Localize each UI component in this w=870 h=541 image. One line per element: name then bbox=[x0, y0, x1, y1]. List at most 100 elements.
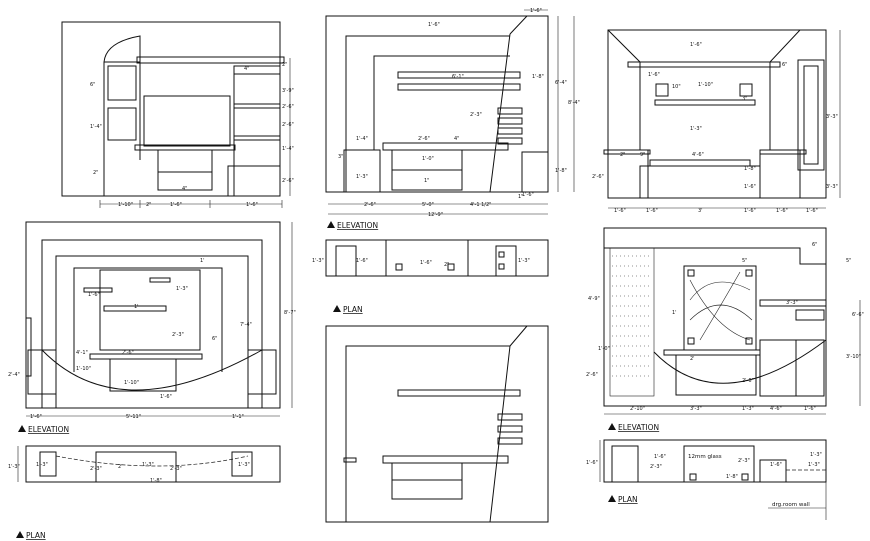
dim-label: 1'-6" bbox=[648, 72, 660, 78]
dim-label: 6'-6" bbox=[852, 312, 864, 318]
dim-label: 1'-6" bbox=[654, 454, 666, 460]
caption-marker-icon bbox=[608, 423, 616, 430]
dim-label: 6" bbox=[782, 62, 787, 68]
dim-label: 1'-8" bbox=[726, 474, 738, 480]
dim-label: 2'-6" bbox=[282, 178, 294, 184]
caption-marker-icon bbox=[18, 425, 26, 432]
caption-elevation-top-middle: ELEVATION bbox=[337, 221, 378, 230]
dim-label: 1'-3" bbox=[808, 462, 820, 468]
dim-label: 1'-8" bbox=[744, 166, 756, 172]
dim-label: 2'-3" bbox=[172, 332, 184, 338]
dim-label: 2'-3" bbox=[90, 466, 102, 472]
dim-label: 1'-4" bbox=[282, 146, 294, 152]
dim-label: 1'-0" bbox=[598, 346, 610, 352]
dim-label: 8'-7" bbox=[284, 310, 296, 316]
caption-plan-bottom-right: PLAN bbox=[618, 495, 638, 504]
dim-label: 2'-3" bbox=[470, 112, 482, 118]
dim-label: 2" bbox=[93, 170, 98, 176]
dim-label: 4" bbox=[182, 186, 187, 192]
dim-label: 3'-3" bbox=[826, 114, 838, 120]
dim-label: 2'-6" bbox=[418, 136, 430, 142]
dim-label: 6" bbox=[812, 242, 817, 248]
dim-label: 1'-3" bbox=[238, 462, 250, 468]
dim-label: 2" bbox=[282, 62, 287, 68]
dim-label: 1' bbox=[134, 304, 139, 310]
dim-label: 3" bbox=[742, 96, 747, 102]
dim-label: 1'-6" bbox=[88, 292, 100, 298]
dim-label: 5" bbox=[742, 258, 747, 264]
plan-bottom-right: 1'-6" 2'-3" 1'-6" 1'-3" 2'-3" 1'-3" 1'-6… bbox=[586, 439, 827, 520]
dim-label: 3'-10" bbox=[846, 354, 861, 360]
dim-label: 3'-3" bbox=[786, 300, 798, 306]
dim-label: 1'-10" bbox=[118, 202, 133, 208]
dim-label: 1'-3" bbox=[518, 258, 530, 264]
dim-label: 9" bbox=[640, 152, 645, 158]
caption-marker-icon bbox=[333, 305, 341, 312]
dim-label: 4" bbox=[244, 66, 249, 72]
dim-label: 1'-4" bbox=[356, 136, 368, 142]
dim-label: 6'-1" bbox=[452, 74, 464, 80]
dim-label: 2'-6" bbox=[364, 202, 376, 208]
glass-note: 12mm glass bbox=[688, 454, 722, 460]
dim-label: 1'-3" bbox=[36, 462, 48, 468]
dim-label: 2' bbox=[690, 356, 695, 362]
dim-label: 1'-6" bbox=[30, 414, 42, 420]
dim-label: 1'-8" bbox=[555, 168, 567, 174]
dim-label: 1'-10" bbox=[698, 82, 713, 88]
dim-label: 1'-6" bbox=[530, 8, 542, 14]
dim-label: 10" bbox=[672, 84, 681, 90]
dim-label: 1'-3" bbox=[742, 406, 754, 412]
caption-elevation-mid-right: ELEVATION bbox=[618, 423, 659, 432]
dim-label: 5'-11" bbox=[126, 414, 141, 420]
dim-label: 2" bbox=[444, 262, 449, 268]
dim-label: 4'-1" bbox=[76, 350, 88, 356]
dim-label: 3" bbox=[338, 154, 343, 160]
dim-label: 2'-10" bbox=[630, 406, 645, 412]
dim-label: 1'-6" bbox=[806, 208, 818, 214]
dim-label: 1'-10" bbox=[76, 366, 91, 372]
dim-label: 1'-3" bbox=[810, 452, 822, 458]
dim-label: 1' bbox=[200, 258, 205, 264]
stipple-pattern bbox=[612, 255, 652, 377]
caption-plan-middle: PLAN bbox=[343, 305, 363, 314]
drg-room-wall-note: drg.room wall bbox=[772, 502, 810, 508]
dim-label: 2'-6" bbox=[282, 122, 294, 128]
dim-label: 1'-3" bbox=[690, 126, 702, 132]
dim-label: 12'-9" bbox=[428, 212, 443, 218]
dim-label: 1'-3" bbox=[176, 286, 188, 292]
dim-label: 1'-6" bbox=[522, 192, 534, 198]
dim-label: 1'-6" bbox=[804, 406, 816, 412]
elevation-middle-left: 1' 1'-6" 2'-3" 1' 1'-3" 7'-4" 8'-7" 2'-6… bbox=[8, 221, 296, 434]
dim-label: 3'-3" bbox=[690, 406, 702, 412]
dim-label: 1" bbox=[518, 194, 523, 200]
dim-label: 3'-9" bbox=[282, 88, 294, 94]
dim-label: 1" bbox=[424, 178, 429, 184]
dim-label: 6" bbox=[90, 82, 95, 88]
dim-label: 2'-3" bbox=[650, 464, 662, 470]
dim-label: 1'-6" bbox=[356, 258, 368, 264]
dim-label: 1'-8" bbox=[532, 74, 544, 80]
dim-label: 2' bbox=[118, 464, 123, 470]
dim-label: 1'-4" bbox=[90, 124, 102, 130]
dim-label: 1'-6" bbox=[160, 394, 172, 400]
dim-label: 1'-6" bbox=[428, 22, 440, 28]
caption-plan-bottom-left: PLAN bbox=[26, 531, 46, 540]
dim-label: 2" bbox=[620, 152, 625, 158]
dim-label: 1'-10" bbox=[124, 380, 139, 386]
dim-label: 1'-3" bbox=[142, 462, 154, 468]
dim-label: 1'-3" bbox=[356, 174, 368, 180]
dim-label: 6" bbox=[212, 336, 217, 342]
elevation-top-left: 1'-10" 2" 1'-6" 1'-6" 6" 1'-4" 2" 4" 2" … bbox=[61, 21, 294, 208]
dim-label: 2" bbox=[146, 202, 151, 208]
dim-label: 1'-6" bbox=[690, 42, 702, 48]
caption-marker-icon bbox=[16, 531, 24, 538]
dim-label: 4'-6" bbox=[770, 406, 782, 412]
dim-label: 6'-4" bbox=[555, 80, 567, 86]
dim-label: 1'-6" bbox=[770, 462, 782, 468]
elevation-middle-right: 6" 5" 4'-9" 5" 3'-3" 3'-10" 2'-6" 1'-0" … bbox=[586, 227, 864, 432]
dim-label: 2'-6" bbox=[122, 350, 134, 356]
caption-marker-icon bbox=[608, 495, 616, 502]
elevation-top-middle: 1'-6" 6'-4" 8'-4" 1'-6" 6'-1" 1'-8" 2'-3… bbox=[325, 8, 580, 230]
dim-label: 1'-6" bbox=[744, 208, 756, 214]
